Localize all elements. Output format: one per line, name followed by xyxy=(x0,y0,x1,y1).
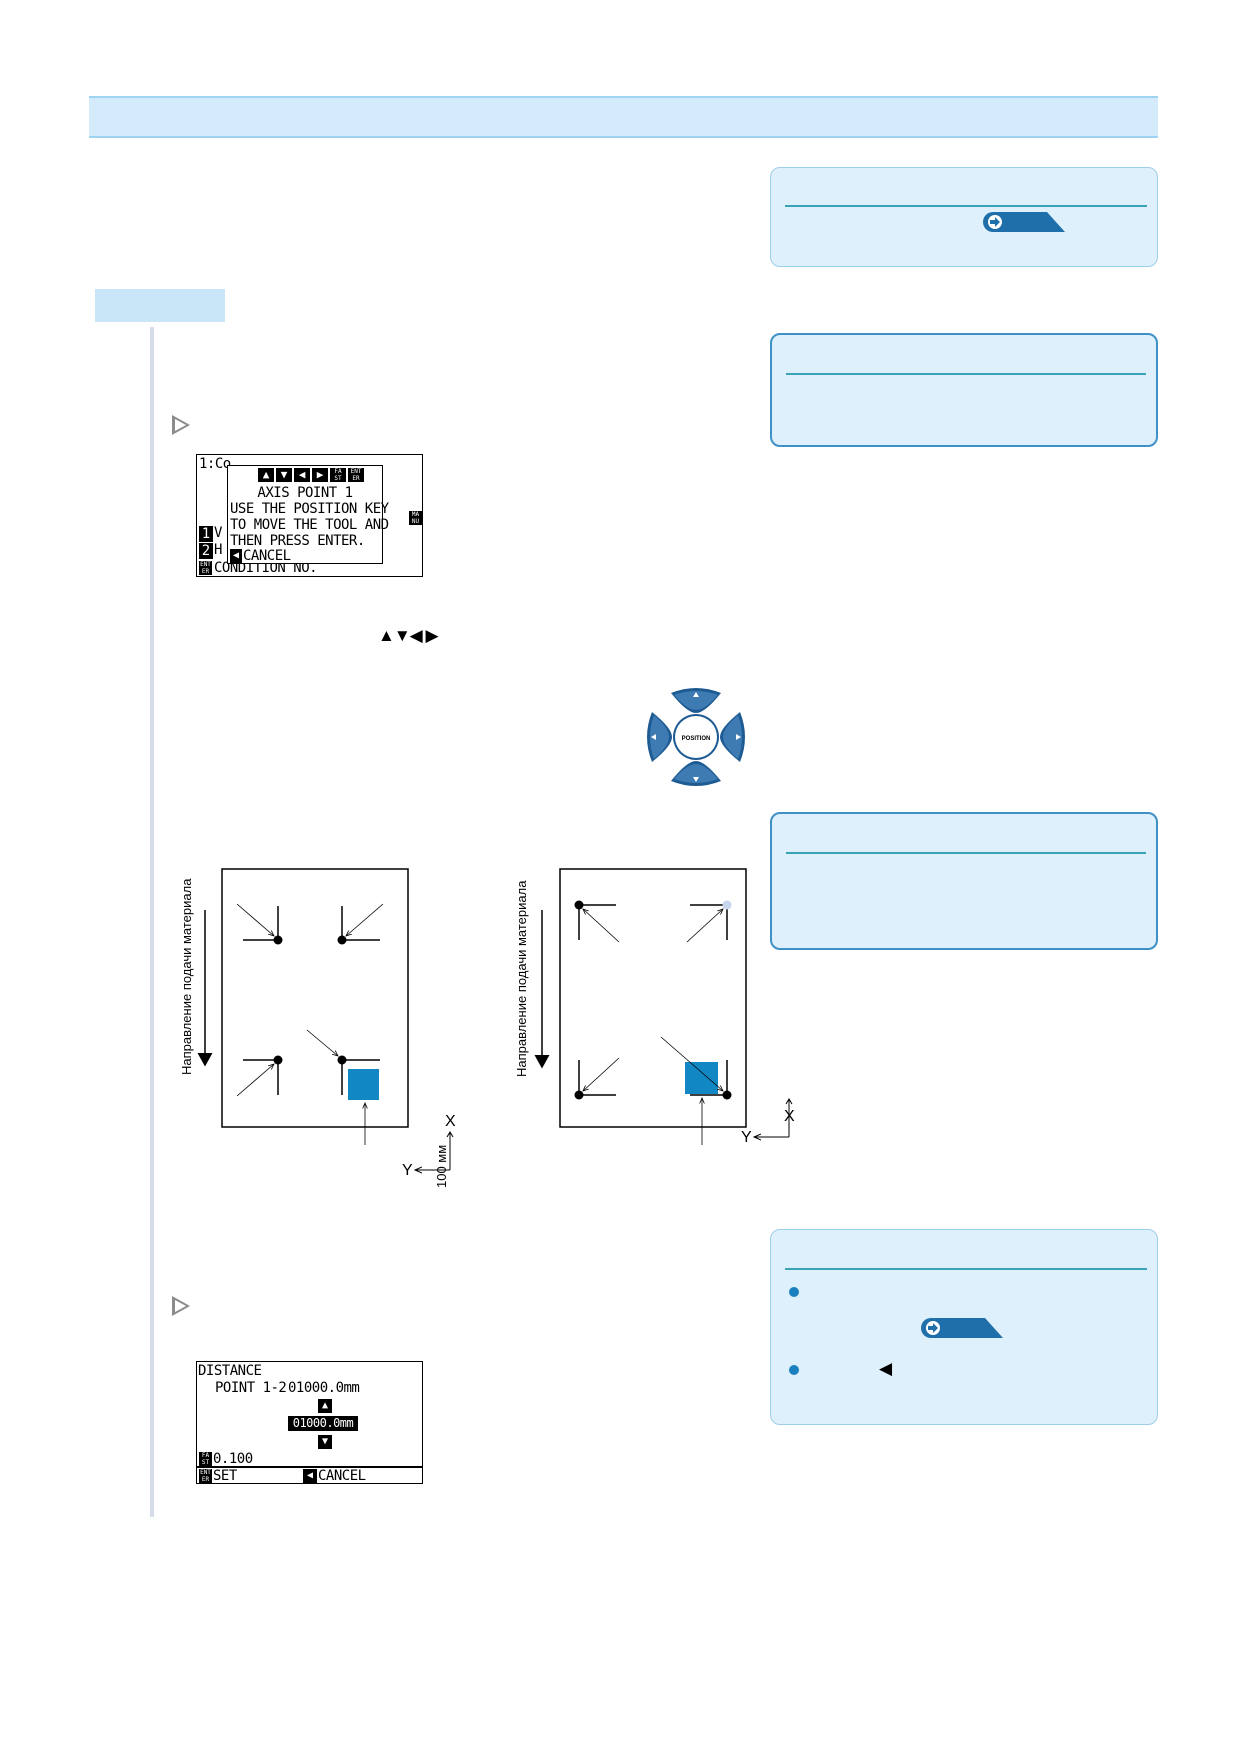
popup-line1: USE THE POSITION KEY xyxy=(230,501,389,517)
reference-arrow-icon-2[interactable] xyxy=(921,1318,1003,1338)
scale-label: 100 мм xyxy=(434,1144,449,1188)
lcd2-up-key: ▲ xyxy=(318,1399,332,1413)
axis-x-label-1: X xyxy=(445,1113,456,1130)
axis-diagram-1: Направление подачи материала X Y xyxy=(179,868,456,1175)
lcd-manual-key: MA NU xyxy=(409,511,422,525)
feed-direction-label-2: Направление подачи материала xyxy=(514,880,529,1077)
popup-cancel-key: ◀ xyxy=(230,549,242,563)
lcd-popup-dialog: ▲ ▼ ◀ ▶ FA ST ENT ER AXIS POINT 1 USE TH… xyxy=(227,465,389,564)
lcd-key-1: 1 xyxy=(199,526,213,542)
lcd2-edit-value[interactable]: 01000.0mm xyxy=(288,1416,358,1431)
lcd2-point-value: 01000.0mm xyxy=(288,1380,360,1396)
note-box-2 xyxy=(770,333,1158,447)
lcd2-point-label: POINT 1-2 xyxy=(215,1380,287,1396)
popup-key-fast: FA ST xyxy=(330,468,346,482)
lcd2-cancel-key: ◀ xyxy=(303,1469,317,1483)
lcd2-title: DISTANCE xyxy=(198,1363,262,1379)
origin-square-2 xyxy=(685,1062,718,1094)
axis-point-3 xyxy=(273,1055,283,1065)
lcd-bg-line4: CONDITION NO. xyxy=(214,560,318,576)
bullet-1 xyxy=(789,1287,799,1297)
axis-point-4 xyxy=(337,1055,347,1065)
step-tab xyxy=(95,289,225,322)
axis-y-label-2: Y xyxy=(741,1129,752,1146)
reference-arrow-icon[interactable] xyxy=(983,212,1065,232)
lcd2-step-value: 0.100 xyxy=(213,1451,253,1467)
popup-cancel: CANCEL xyxy=(243,548,291,564)
media-sheet-1 xyxy=(221,868,409,1128)
note-box-1 xyxy=(770,167,1158,267)
popup-key-right: ▶ xyxy=(312,468,328,482)
popup-key-up: ▲ xyxy=(258,468,274,482)
axis-point-8 xyxy=(722,1090,732,1100)
left-arrow-key-icon: ◀ xyxy=(879,1359,893,1378)
note-box-3 xyxy=(770,812,1158,950)
axis-point-7 xyxy=(574,1090,584,1100)
step-vertical-rule xyxy=(150,327,154,1517)
position-pad-label: POSITION xyxy=(682,736,711,742)
axis-point-2 xyxy=(337,935,347,945)
axis-point-5 xyxy=(574,900,584,910)
lcd2-cancel-label: CANCEL xyxy=(318,1468,366,1484)
popup-key-row: ▲ ▼ ◀ ▶ FA ST ENT ER xyxy=(258,468,364,482)
axis-diagram-2: Направление подачи материала X Y xyxy=(514,868,795,1146)
lcd-bg-line2: V xyxy=(214,525,222,541)
lcd-screen-distance: DISTANCE POINT 1-2 01000.0mm ▲ 01000.0mm… xyxy=(196,1361,423,1484)
popup-key-down: ▼ xyxy=(276,468,292,482)
position-pad[interactable]: POSITION xyxy=(645,686,747,788)
popup-key-enter: ENT ER xyxy=(348,468,364,482)
media-sheet-2 xyxy=(559,868,747,1128)
popup-key-left: ◀ xyxy=(294,468,310,482)
lcd2-fast-key: FA ST xyxy=(199,1452,212,1466)
lcd2-enter-key: ENT ER xyxy=(199,1469,212,1483)
position-pad-shapes xyxy=(647,688,745,786)
step-marker-1 xyxy=(172,415,190,435)
popup-line3: THEN PRESS ENTER. xyxy=(230,533,365,549)
note-box-4: ◀ xyxy=(770,1229,1158,1425)
axis-point-6 xyxy=(722,900,732,910)
lcd-screen-axis-point: 1:Co 1 V 2 H ENT ER CONDITION NO. MA NU … xyxy=(196,454,423,577)
section-header-bar xyxy=(89,96,1158,138)
lcd-bg-line3: H xyxy=(214,542,222,558)
axis-y-label-1: Y xyxy=(402,1162,413,1175)
axis-x-label-2: X xyxy=(784,1108,795,1125)
popup-title: AXIS POINT 1 xyxy=(257,485,353,501)
bullet-2 xyxy=(789,1365,799,1375)
step-marker-2 xyxy=(172,1296,190,1316)
lcd-enter-key: ENT ER xyxy=(199,561,212,575)
feed-direction-label-1: Направление подачи материала xyxy=(179,878,194,1075)
popup-line2: TO MOVE THE TOOL AND xyxy=(230,517,389,533)
origin-square-1 xyxy=(348,1069,379,1100)
lcd-bg-line1: 1:Co xyxy=(199,456,231,472)
lcd2-down-key: ▼ xyxy=(318,1435,332,1449)
arrow-keys-icon: ▲▼◀ ▶ xyxy=(378,626,439,645)
axis-point-1 xyxy=(273,935,283,945)
lcd2-set-label: SET xyxy=(213,1468,237,1484)
lcd-key-2: 2 xyxy=(199,543,213,559)
